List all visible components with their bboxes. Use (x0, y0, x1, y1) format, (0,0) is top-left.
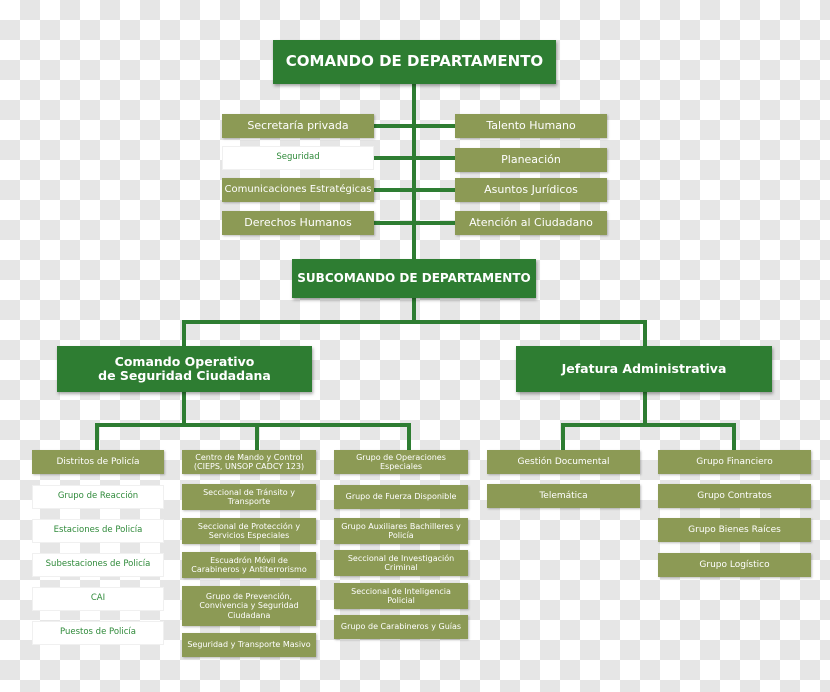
grupo-de-carabineros-y-guias: Grupo de Carabineros y Guías (334, 615, 468, 639)
gestion-documental: Gestión Documental (487, 450, 640, 474)
distritos-de-policia: Distritos de Policía (32, 450, 164, 474)
subestaciones-de-policia: Subestaciones de Policía (32, 553, 164, 577)
grupo-de-operaciones-especiales: Grupo de Operaciones Especiales (334, 450, 468, 474)
subcomando-departamento: SUBCOMANDO DE DEPARTAMENTO (292, 259, 536, 298)
grupo-logistico: Grupo Logístico (658, 553, 811, 577)
jefatura-administrativa: Jefatura Administrativa (516, 346, 772, 392)
comando-departamento: COMANDO DE DEPARTAMENTO (273, 40, 556, 84)
cai: CAI (32, 587, 164, 611)
atencion-al-ciudadano: Atención al Ciudadano (455, 211, 607, 235)
grupo-de-fuerza-disponible: Grupo de Fuerza Disponible (334, 485, 468, 509)
seccional-de-inteligencia-policial: Seccional de Inteligencia Policial (334, 583, 468, 609)
estaciones-de-policia: Estaciones de Policía (32, 519, 164, 543)
grupo-financiero: Grupo Financiero (658, 450, 811, 474)
seguridad: Seguridad (222, 146, 374, 170)
grupo-auxiliares-bachilleres: Grupo Auxiliares Bachilleres y Policía (334, 518, 468, 544)
comunicaciones-estrategicas: Comunicaciones Estratégicas (222, 178, 374, 202)
grupo-de-prevencion: Grupo de Prevención, Convivencia y Segur… (182, 586, 316, 626)
grupo-bienes-raices: Grupo Bienes Raíces (658, 518, 811, 542)
comando-operativo-line2: de Seguridad Ciudadana (98, 368, 271, 383)
comando-operativo-line1: Comando Operativo (114, 353, 255, 369)
seguridad-y-transporte-masivo: Seguridad y Transporte Masivo (182, 633, 316, 657)
escuadron-movil-de-carabineros: Escuadrón Móvil de Carabineros y Antiter… (182, 552, 316, 578)
asuntos-juridicos: Asuntos Jurídicos (455, 178, 607, 202)
centro-de-mando-y-control: Centro de Mando y Control (CIEPS, UNSOP … (182, 450, 316, 474)
comando-operativo: Comando Operativo de Seguridad Ciudadana (57, 346, 312, 392)
talento-humano: Talento Humano (455, 114, 607, 138)
grupo-contratos: Grupo Contratos (658, 484, 811, 508)
derechos-humanos: Derechos Humanos (222, 211, 374, 235)
seccional-de-transito: Seccional de Tránsito y Transporte (182, 484, 316, 510)
seccional-de-proteccion: Seccional de Protección y Servicios Espe… (182, 518, 316, 544)
secretaria-privada: Secretaría privada (222, 114, 374, 138)
seccional-de-investigacion-criminal: Seccional de Investigación Criminal (334, 550, 468, 576)
planeacion: Planeación (455, 148, 607, 172)
grupo-de-reaccion: Grupo de Reacción (32, 485, 164, 509)
puestos-de-policia: Puestos de Policía (32, 621, 164, 645)
telematica: Telemática (487, 484, 640, 508)
